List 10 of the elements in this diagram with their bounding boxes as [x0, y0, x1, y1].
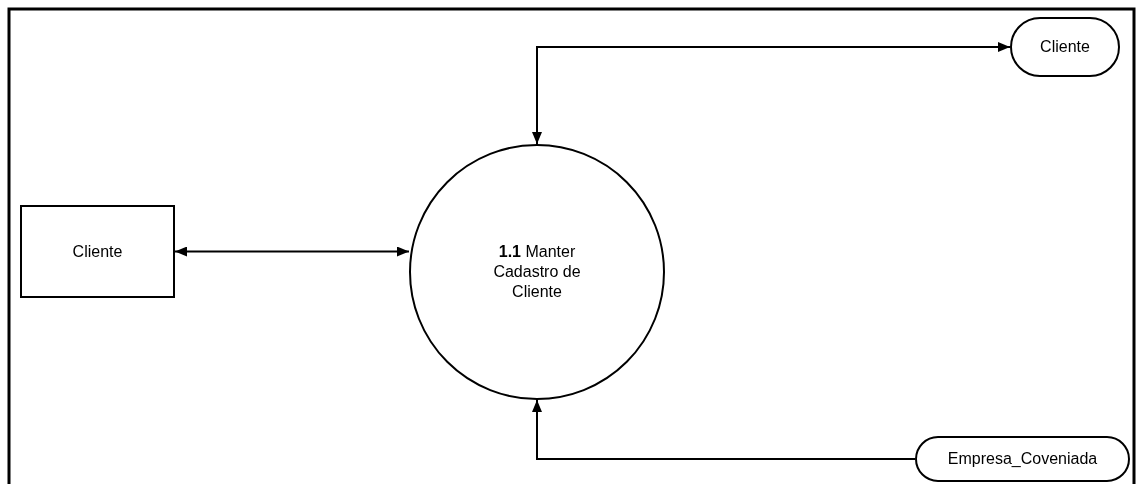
arrow: [532, 399, 916, 460]
arrow: [532, 42, 1011, 145]
external-entity-box: [20, 205, 175, 298]
arrow: [174, 246, 410, 257]
node-label: Empresa_Coveniada: [947, 449, 1098, 469]
terminator-pill: [915, 436, 1130, 482]
node-label: Cliente: [72, 241, 123, 262]
node-label: 1.1 Manter Cadastro de Cliente: [492, 242, 582, 302]
terminator-pill: [1010, 17, 1120, 77]
node-label: Cliente: [1040, 37, 1090, 57]
